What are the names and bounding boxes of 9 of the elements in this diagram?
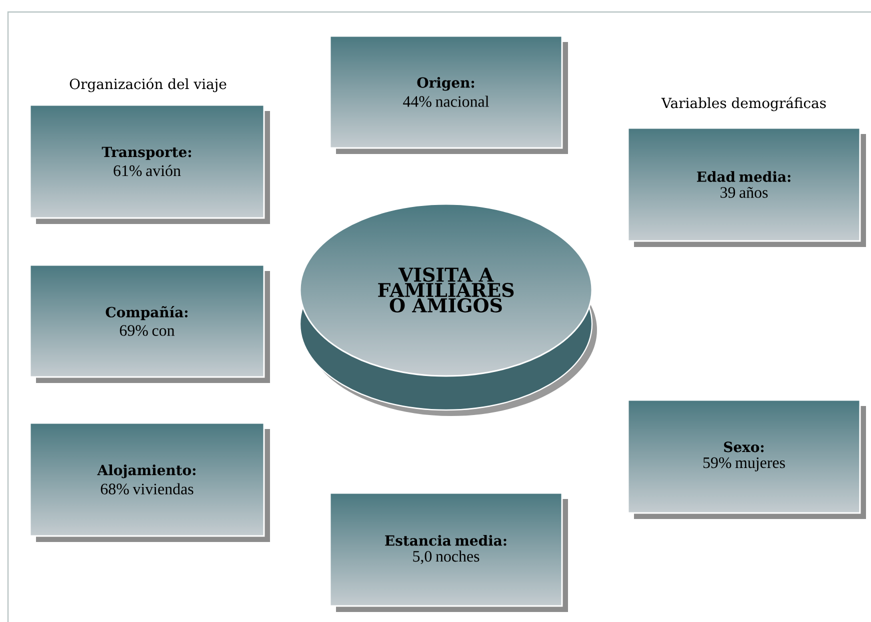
info-box: Edad media: 39 años	[627, 127, 866, 247]
group-heading: Variables demográficas	[661, 96, 826, 112]
info-box: Origen: 44% nacional	[329, 35, 568, 154]
info-box: Estancia media: 5,0 noches	[329, 492, 568, 612]
group-heading: Organización del viaje	[70, 78, 226, 92]
info-box: Transporte: 61% avión	[29, 104, 270, 224]
info-box: Sexo: 59% mujeres	[627, 399, 866, 519]
info-box: Alojamiento: 68% viviendas	[29, 422, 270, 542]
info-box: Compañía: 69% con	[29, 264, 270, 383]
